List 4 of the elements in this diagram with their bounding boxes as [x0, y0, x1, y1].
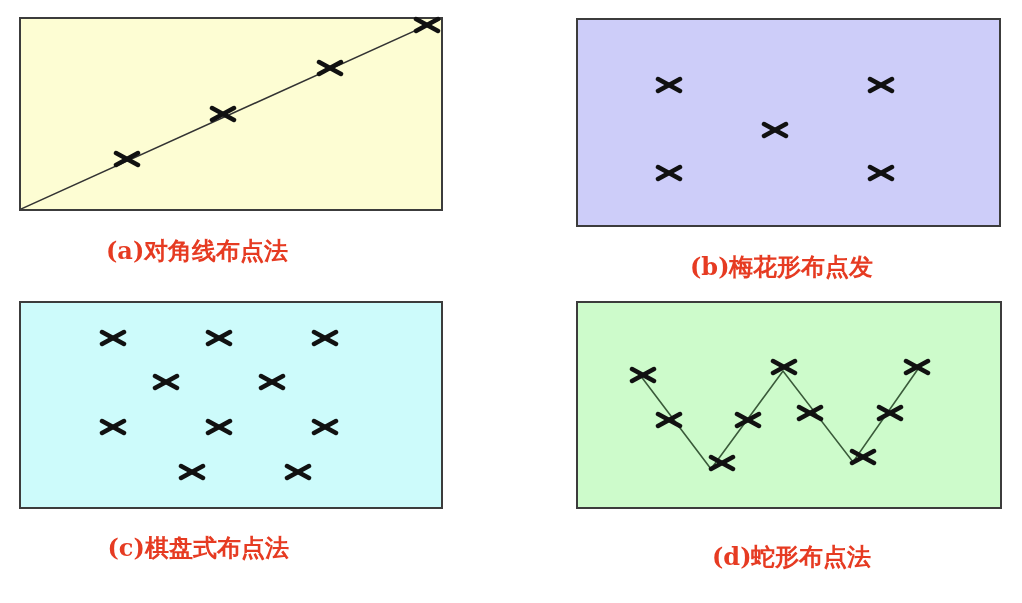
- panel-caption: (b)梅花形布点发: [690, 252, 874, 282]
- panel-caption: (d)蛇形布点法: [712, 542, 872, 572]
- panel-caption: (a)对角线布点法: [106, 236, 289, 266]
- panel-caption: (c)棋盘式布点法: [107, 533, 289, 563]
